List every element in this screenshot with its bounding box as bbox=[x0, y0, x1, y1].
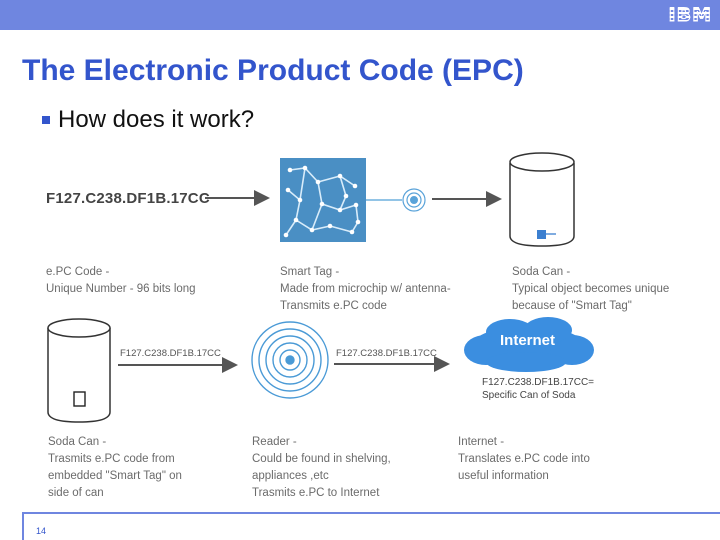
bullet-item: How does it work? bbox=[42, 106, 254, 134]
caption-soda-can-transmit: Soda Can - Trasmits e.PC code from embed… bbox=[48, 436, 182, 499]
microchip-tag-icon bbox=[280, 158, 366, 242]
caption-internet: Internet - Translates e.PC code into use… bbox=[458, 436, 590, 482]
internet-cloud-icon bbox=[464, 317, 594, 372]
caption-soda-can-unique: Soda Can - Typical object becomes unique… bbox=[512, 266, 670, 312]
internet-lookup-result: F127.C238.DF1B.17CC= Specific Can of Sod… bbox=[482, 377, 595, 401]
caption-reader: Reader - Could be found in shelving, app… bbox=[252, 436, 391, 499]
bullet-square-icon bbox=[42, 116, 50, 124]
slide-title: The Electronic Product Code (EPC) bbox=[22, 54, 524, 87]
epc-code-large: F127.C238.DF1B.17CC bbox=[46, 190, 210, 207]
bottom-bar bbox=[0, 512, 720, 540]
caption-smart-tag: Smart Tag - Made from microchip w/ anten… bbox=[280, 266, 451, 312]
bullet-text: How does it work? bbox=[58, 106, 255, 133]
soda-can-icon bbox=[47, 318, 111, 423]
epc-code-reader: F127.C238.DF1B.17CC bbox=[336, 348, 437, 359]
top-bar: IBM bbox=[0, 0, 720, 30]
soda-can-icon bbox=[509, 152, 575, 247]
reader-waves-icon bbox=[251, 321, 329, 399]
epc-code-can: F127.C238.DF1B.17CC bbox=[120, 348, 221, 359]
page-number: 14 bbox=[36, 526, 47, 536]
antenna-signal-icon bbox=[366, 188, 426, 212]
internet-cloud-label: Internet bbox=[500, 332, 556, 349]
caption-epc-code: e.PC Code - Unique Number - 96 bits long bbox=[46, 266, 196, 295]
ibm-logo: IBM bbox=[668, 4, 712, 27]
